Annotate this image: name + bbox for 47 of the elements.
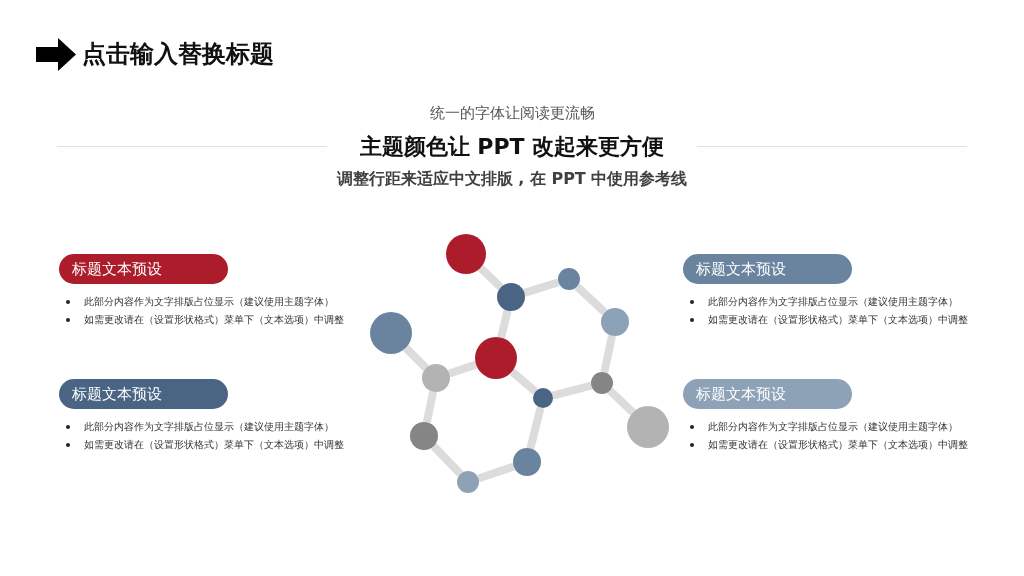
circle-node bbox=[591, 372, 613, 394]
bullet-text: 如需更改请在（设置形状格式）菜单下（文本选项）中调整 bbox=[708, 438, 968, 452]
circle-node bbox=[370, 312, 412, 354]
circle-node bbox=[533, 388, 553, 408]
connector-line bbox=[600, 334, 616, 374]
connector-line bbox=[607, 387, 636, 416]
connector-line bbox=[403, 345, 429, 371]
connector-line bbox=[509, 368, 538, 395]
connector-line bbox=[477, 462, 516, 483]
subtitle-text: 统一的字体让阅读更流畅 bbox=[429, 104, 595, 122]
connector-line bbox=[430, 443, 464, 477]
connector-line bbox=[497, 309, 512, 339]
connector-line bbox=[551, 381, 593, 400]
subtitle-text: 调整行距来适应中文排版 , 在 PPT 中使用参考线 bbox=[336, 169, 688, 188]
circle-node bbox=[410, 422, 438, 450]
heading-text: 标题文本预设 bbox=[696, 260, 786, 278]
circle-node bbox=[513, 448, 541, 476]
connector-line bbox=[477, 264, 504, 291]
connector-line bbox=[574, 283, 608, 316]
heading-pill bbox=[59, 379, 228, 409]
connector-line bbox=[422, 390, 438, 424]
connector-line bbox=[523, 278, 560, 297]
heading-pill bbox=[59, 254, 228, 284]
circle-node bbox=[627, 406, 669, 448]
slide-title: 点击输入替换标题 bbox=[82, 39, 274, 70]
bullet-text: 此部分内容作为文字排版占位显示（建议使用主题字体） bbox=[708, 295, 958, 309]
circle-node bbox=[601, 308, 629, 336]
circle-node bbox=[446, 234, 486, 274]
bullet-text: 如需更改请在（设置形状格式）菜单下（文本选项）中调整 bbox=[84, 313, 344, 327]
circle-node bbox=[422, 364, 450, 392]
heading-text: 标题文本预设 bbox=[72, 385, 162, 403]
heading-pill bbox=[683, 254, 852, 284]
circle-node bbox=[457, 471, 479, 493]
connector-line bbox=[526, 406, 545, 450]
heading-pill bbox=[683, 379, 852, 409]
heading-text: 标题文本预设 bbox=[696, 385, 786, 403]
headline-text: 主题颜色让 PPT 改起来更方便 bbox=[359, 134, 665, 159]
connector-line bbox=[448, 360, 478, 378]
circle-node bbox=[497, 283, 525, 311]
heading-text: 标题文本预设 bbox=[72, 260, 162, 278]
bullet-text: 此部分内容作为文字排版占位显示（建议使用主题字体） bbox=[708, 420, 958, 434]
circle-node bbox=[475, 337, 517, 379]
bullet-text: 如需更改请在（设置形状格式）菜单下（文本选项）中调整 bbox=[708, 313, 968, 327]
bullet-text: 此部分内容作为文字排版占位显示（建议使用主题字体） bbox=[84, 420, 334, 434]
bullet-text: 如需更改请在（设置形状格式）菜单下（文本选项）中调整 bbox=[84, 438, 344, 452]
circle-node bbox=[558, 268, 580, 290]
bullet-text: 此部分内容作为文字排版占位显示（建议使用主题字体） bbox=[84, 295, 334, 309]
